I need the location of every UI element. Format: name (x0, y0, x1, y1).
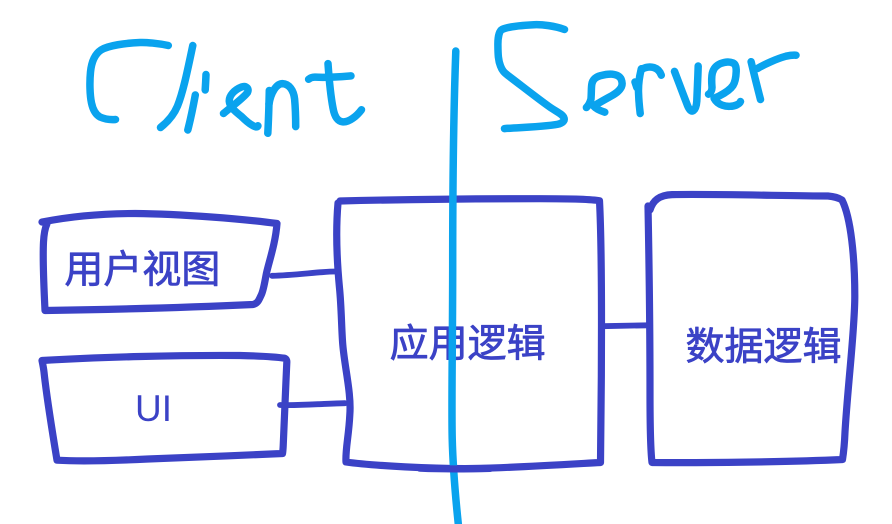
svg-text:UI: UI (135, 388, 172, 429)
